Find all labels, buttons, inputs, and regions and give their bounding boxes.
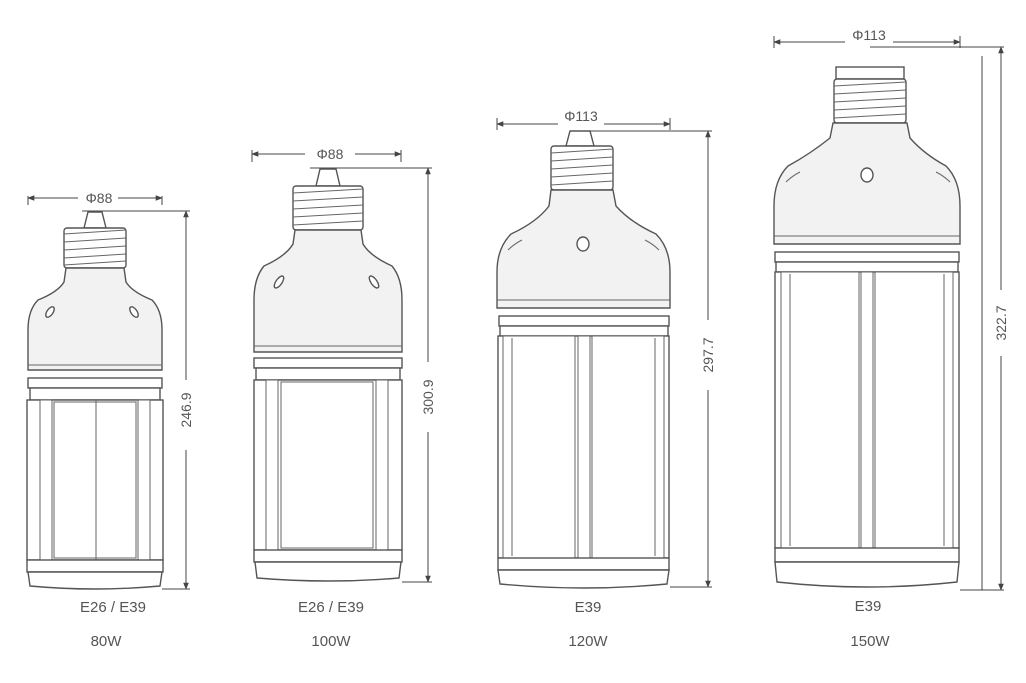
lamp-100w: Φ88 300.9 <box>251 146 436 583</box>
lamp-head <box>27 267 163 371</box>
base-type-label: E26 / E39 <box>80 599 146 616</box>
lamp-head <box>253 229 403 353</box>
base-type-label: E39 <box>575 599 602 616</box>
wattage-label: 80W <box>91 633 123 650</box>
diameter-label: Φ113 <box>564 108 598 124</box>
lamp-head <box>773 122 961 245</box>
base-type-label: E26 / E39 <box>298 599 364 616</box>
diameter-dimension: Φ88 <box>27 190 163 206</box>
wattage-label: 120W <box>568 633 608 650</box>
diameter-dimension: Φ113 <box>496 108 671 130</box>
light-body <box>253 379 403 551</box>
screw-base <box>292 168 364 231</box>
wattage-label: 150W <box>850 633 890 650</box>
height-label: 300.9 <box>420 379 436 414</box>
height-dimension: 300.9 <box>310 167 436 583</box>
diameter-label: Φ88 <box>86 190 113 206</box>
screw-base <box>550 130 614 191</box>
wattage-labels: 80W 100W 120W 150W <box>91 633 891 650</box>
lamp-150w: Φ113 322.7 <box>773 27 1009 591</box>
diameter-dimension: Φ88 <box>251 146 402 162</box>
height-label: 246.9 <box>178 392 194 427</box>
wattage-label: 100W <box>311 633 351 650</box>
screw-base <box>833 66 907 124</box>
height-label: 297.7 <box>700 337 716 372</box>
lamp-80w: Φ88 246.9 <box>26 190 194 590</box>
light-body <box>774 271 960 549</box>
diameter-dimension: Φ113 <box>773 27 961 48</box>
height-dimension: 297.7 <box>575 130 716 588</box>
base-labels: E26 / E39 E26 / E39 E39 E39 <box>80 598 881 616</box>
diameter-label: Φ88 <box>317 146 344 162</box>
light-body <box>497 335 670 559</box>
height-dimension: 246.9 <box>82 210 194 590</box>
height-label: 322.7 <box>993 305 1009 340</box>
height-dimension: 322.7 <box>870 46 1009 591</box>
diameter-label: Φ113 <box>852 27 886 43</box>
light-body <box>26 399 164 561</box>
lamp-120w: Φ113 297.7 <box>496 108 716 589</box>
base-type-label: E39 <box>855 598 882 615</box>
screw-base <box>63 211 127 269</box>
